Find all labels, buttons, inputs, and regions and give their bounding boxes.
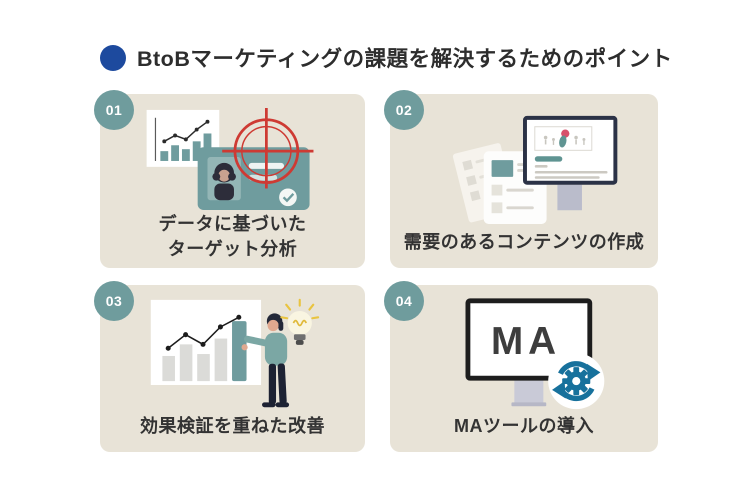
blue-dot-icon [100, 44, 126, 71]
point-card-3: 03 [94, 281, 365, 452]
card-label: MAツールの導入 [454, 414, 594, 439]
card-label-line: 需要のあるコンテンツの作成 [403, 232, 645, 253]
ma-monitor-gear-sync-icon: MA [390, 284, 658, 414]
card-label: 需要のあるコンテンツの作成 [404, 230, 645, 255]
page-title: BtoBマーケティングの課題を解決するためのポイント [137, 47, 673, 71]
card-label-line: MAツールの導入 [454, 416, 594, 437]
card-number-badge: 01 [94, 90, 134, 130]
card-label-line: 効果検証を重ねた改善 [140, 416, 325, 437]
card-number-badge: 04 [384, 281, 424, 321]
point-card-1: 01 [94, 90, 365, 268]
card-label: データに基づいた ターゲット分析 [159, 212, 307, 262]
monitor-documents-content-icon [390, 94, 658, 230]
card-label-line: ターゲット分析 [167, 239, 298, 260]
card-number-badge: 03 [94, 281, 134, 321]
point-card-4: 04 MA [384, 281, 658, 452]
target-id-card-chart-icon [100, 94, 365, 212]
card-number-badge: 02 [384, 90, 424, 130]
monitor-ma-text: MA [491, 320, 561, 363]
point-card-2: 02 [384, 90, 658, 268]
card-label: 効果検証を重ねた改善 [140, 414, 325, 439]
page-header: BtoBマーケティングの課題を解決するためのポイント [100, 42, 673, 73]
person-growth-chart-lightbulb-icon [100, 284, 365, 414]
card-label-line: データに基づいた [158, 214, 307, 235]
